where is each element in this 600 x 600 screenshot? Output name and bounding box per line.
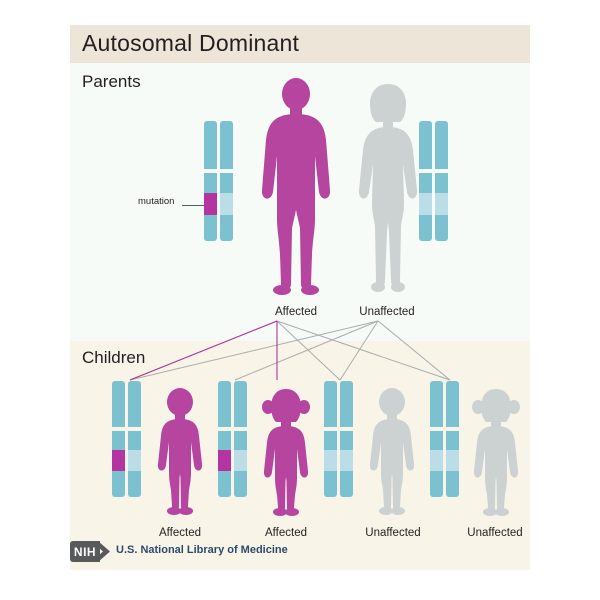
child-2-chromosome-left [218,381,231,497]
nih-letters: NIH [73,544,97,559]
child-1-status-caption: Affected [159,527,201,539]
mother-chromosome-right [435,121,448,241]
mother-figure [352,82,424,298]
child-2-chromosome-right [234,381,247,497]
mother-right-normal-band [435,193,448,215]
title-band: Autosomal Dominant [70,25,530,63]
child-4-chromosome-left [430,381,443,497]
mother-status-caption: Unaffected [359,306,415,318]
child-3-left-normal-band [324,450,337,471]
child-1-chromosome-left [112,381,125,497]
child-1-figure [152,388,208,516]
mother-left-centromere [419,169,432,173]
child-2-mutation-band [218,450,231,471]
father-left-centromere [204,169,217,173]
child-2-normal-band [234,450,247,471]
child-4-status-caption: Unaffected [467,527,523,539]
child-2-figure [256,385,316,516]
child-1-chromosome-right [128,381,141,497]
child-1-right-centromere [128,427,141,431]
father-chromosome-pair [204,121,233,241]
mutation-label: mutation [138,196,175,207]
father-normal-band [220,193,233,215]
child-4-left-normal-band [430,450,443,471]
chevron-right-icon [98,541,110,562]
father-mutation-band [204,193,217,215]
child-1-left-centromere [112,427,125,431]
nih-box [70,541,100,562]
child-3-figure [364,388,420,516]
child-4-figure [466,385,526,516]
child-2-right-centromere [234,427,247,431]
father-chromosome-left [204,121,217,241]
child-3-chromosome-pair [324,381,353,497]
child-4-chromosome-pair [430,381,459,497]
child-2-chromosome-pair [218,381,247,497]
mutation-leader-line [182,205,204,206]
child-3-right-centromere [340,427,353,431]
child-4-chromosome-right [446,381,459,497]
agency-name: U.S. National Library of Medicine [116,544,288,556]
child-3-chromosome-left [324,381,337,497]
page-title: Autosomal Dominant [82,30,300,56]
nih-mark-icon: NIH [70,541,110,562]
father-status-caption: Affected [275,306,317,318]
child-2-status-caption: Affected [265,527,307,539]
child-3-chromosome-right [340,381,353,497]
father-chromosome-right [220,121,233,241]
child-3-right-normal-band [340,450,353,471]
child-3-left-centromere [324,427,337,431]
parents-section-label: Parents [82,72,141,91]
child-4-right-normal-band [446,450,459,471]
mother-right-centromere [435,169,448,173]
father-right-centromere [220,169,233,173]
child-4-left-centromere [430,427,443,431]
mother-chromosome-left [419,121,432,241]
child-4-right-centromere [446,427,459,431]
mother-left-normal-band [419,193,432,215]
father-figure [256,78,336,298]
child-1-mutation-band [112,450,125,471]
child-1-chromosome-pair [112,381,141,497]
children-section-label: Children [82,348,146,367]
child-3-status-caption: Unaffected [365,527,421,539]
child-2-left-centromere [218,427,231,431]
mother-chromosome-pair [419,121,448,241]
child-1-normal-band [128,450,141,471]
